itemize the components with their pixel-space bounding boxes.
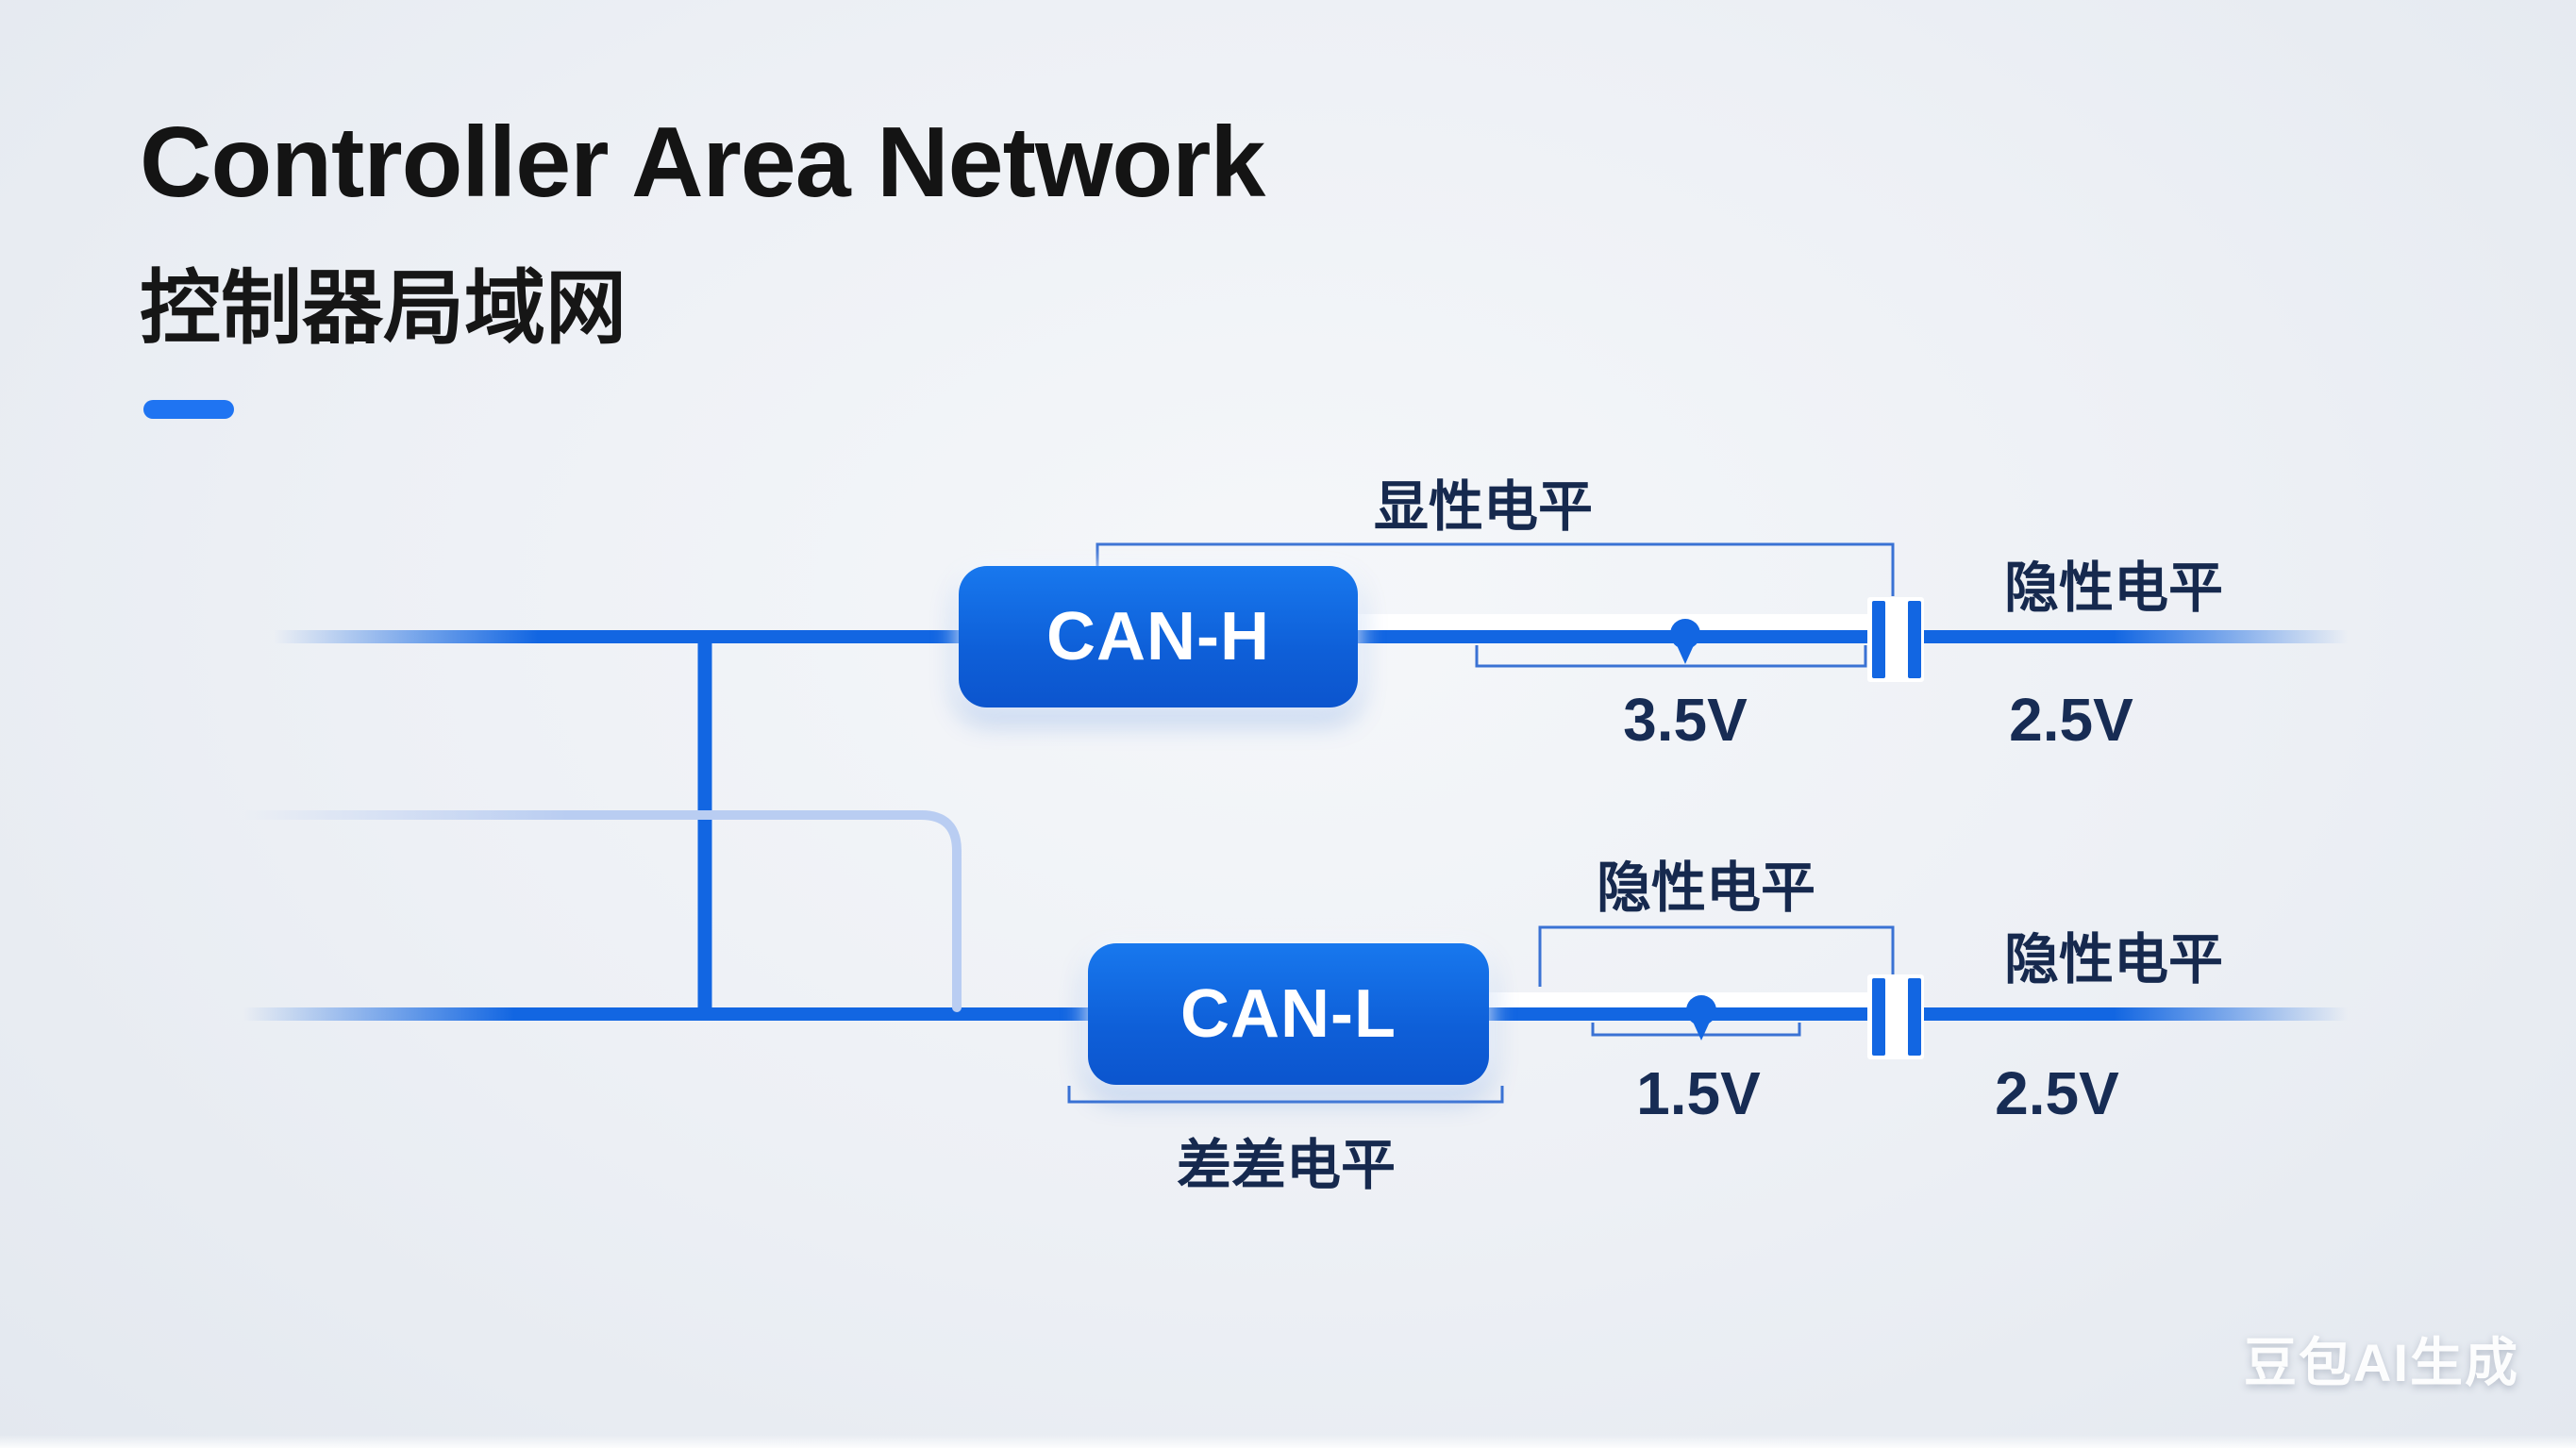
can-h-signal-highlight [1355,614,1876,630]
can-l-probe-pin-tip-icon [1693,1022,1710,1040]
can-l-dominant-voltage-value: 1.5V [1636,1059,1761,1127]
can-h-dominant-level-label: 显性电平 [1373,476,1594,538]
can-l-right-recessive-level-label: 隐性电平 [2003,929,2224,990]
can-l-box-underbrace [1067,1086,1504,1104]
can-l-differential-level-label: 差差电平 [1176,1135,1397,1196]
can-l-probe-pin-icon [1686,995,1716,1025]
can-l-terminator-capacitor-icon [1867,974,1924,1059]
can-h-recessive-level-label: 隐性电平 [2003,558,2224,619]
can-l-recessive-bracket [1538,925,1895,987]
can-h-dominant-bracket [1096,542,1895,596]
can-l-signal-highlight [1483,992,1876,1007]
can-h-node-box: CAN-H [959,566,1358,707]
stub-branch-wire [243,810,962,1012]
can-h-probe-pin-icon [1670,619,1700,649]
page-subtitle: 控制器局域网 [140,263,627,354]
can-l-recessive-level-label: 隐性电平 [1596,857,1816,919]
can-l-voltage-underline-bracket [1591,1023,1801,1037]
accent-dash [143,400,234,419]
can-l-node-box: CAN-L [1088,943,1489,1085]
can-h-probe-pin-tip-icon [1677,645,1694,664]
ai-generated-watermark: 豆包AI生成 [2244,1333,2519,1392]
can-l-recessive-voltage-value: 2.5V [1995,1059,2119,1127]
can-h-dominant-voltage-value: 3.5V [1623,686,1748,754]
can-h-node-label: CAN-H [1046,599,1270,674]
can-h-terminator-capacitor-icon [1867,597,1924,682]
can-h-recessive-voltage-value: 2.5V [2009,686,2133,754]
page-title: Controller Area Network [140,107,1265,218]
can-h-voltage-underline-bracket [1475,645,1867,668]
can-l-node-label: CAN-L [1180,976,1397,1052]
